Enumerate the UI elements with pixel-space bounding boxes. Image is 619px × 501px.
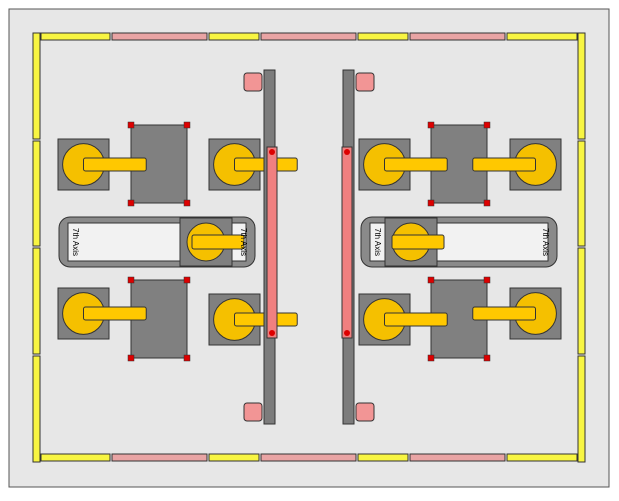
pickup-pad — [243, 72, 263, 92]
seventh-axis-track: 7th Axis 7th Axis — [58, 216, 256, 268]
conveyor — [341, 146, 353, 339]
seventh-axis-label: 7th Axis — [239, 228, 248, 256]
fence-right-segment — [577, 355, 586, 463]
robot — [57, 138, 147, 191]
machine-corner-marker — [127, 354, 135, 362]
robot-arm — [83, 306, 147, 321]
fence-bottom-segment — [40, 453, 111, 462]
seventh-axis-label: 7th Axis — [71, 228, 80, 256]
machine-corner-marker — [483, 199, 491, 207]
conveyor-endpoint — [344, 149, 350, 155]
conveyor-endpoint — [269, 149, 275, 155]
fence-left-segment — [32, 140, 41, 247]
fence-top-segment — [409, 32, 506, 41]
robot — [208, 138, 298, 191]
fence-left-segment — [32, 32, 41, 140]
conveyor-endpoint — [269, 330, 275, 336]
fence-top-segment — [506, 32, 578, 41]
fence-right-segment — [577, 140, 586, 247]
machine-corner-marker — [127, 121, 135, 129]
robot-arm — [191, 234, 245, 250]
fence-top-segment — [357, 32, 409, 41]
fence-top-segment — [208, 32, 260, 41]
robot-arm — [384, 312, 448, 327]
fence-top-segment — [111, 32, 208, 41]
machine-corner-marker — [183, 354, 191, 362]
seventh-axis-label: 7th Axis — [373, 228, 382, 256]
fence-bottom-segment — [506, 453, 578, 462]
machine-corner-marker — [427, 199, 435, 207]
machine-corner-marker — [427, 354, 435, 362]
seventh-axis-label: 7th Axis — [541, 228, 550, 256]
machine-corner-marker — [183, 121, 191, 129]
fence-bottom-segment — [409, 453, 506, 462]
fence-bottom-segment — [111, 453, 208, 462]
rail-assembly — [243, 69, 278, 425]
robot-arm — [472, 306, 536, 321]
machine-corner-marker — [427, 121, 435, 129]
robot-arm — [83, 157, 147, 172]
fence-top-segment — [40, 32, 111, 41]
conveyor-endpoint — [344, 330, 350, 336]
robot — [472, 287, 562, 340]
machine-corner-marker — [127, 276, 135, 284]
fence-right-segment — [577, 247, 586, 355]
pickup-pad — [355, 402, 375, 422]
machine-corner-marker — [427, 276, 435, 284]
pickup-pad — [243, 402, 263, 422]
robot — [208, 293, 298, 346]
machine-corner-marker — [127, 199, 135, 207]
robot — [57, 287, 147, 340]
machine-corner-marker — [183, 276, 191, 284]
fence-top-segment — [260, 32, 357, 41]
machine-corner-marker — [483, 121, 491, 129]
pickup-pad — [355, 72, 375, 92]
fence-bottom-segment — [357, 453, 409, 462]
fence-bottom-segment — [208, 453, 260, 462]
conveyor — [266, 146, 278, 339]
robot — [472, 138, 562, 191]
machine-corner-marker — [483, 354, 491, 362]
fence-right-segment — [577, 32, 586, 140]
robot — [358, 293, 448, 346]
machine-corner-marker — [483, 276, 491, 284]
robot-arm — [391, 234, 445, 250]
fence-left-segment — [32, 355, 41, 463]
seventh-axis-track: 7th Axis 7th Axis — [360, 216, 558, 268]
fence-bottom-segment — [260, 453, 357, 462]
fence-left-segment — [32, 247, 41, 355]
robot-arm — [472, 157, 536, 172]
robot — [358, 138, 448, 191]
rail-assembly — [341, 69, 375, 425]
robot-arm — [384, 157, 448, 172]
machine-corner-marker — [183, 199, 191, 207]
